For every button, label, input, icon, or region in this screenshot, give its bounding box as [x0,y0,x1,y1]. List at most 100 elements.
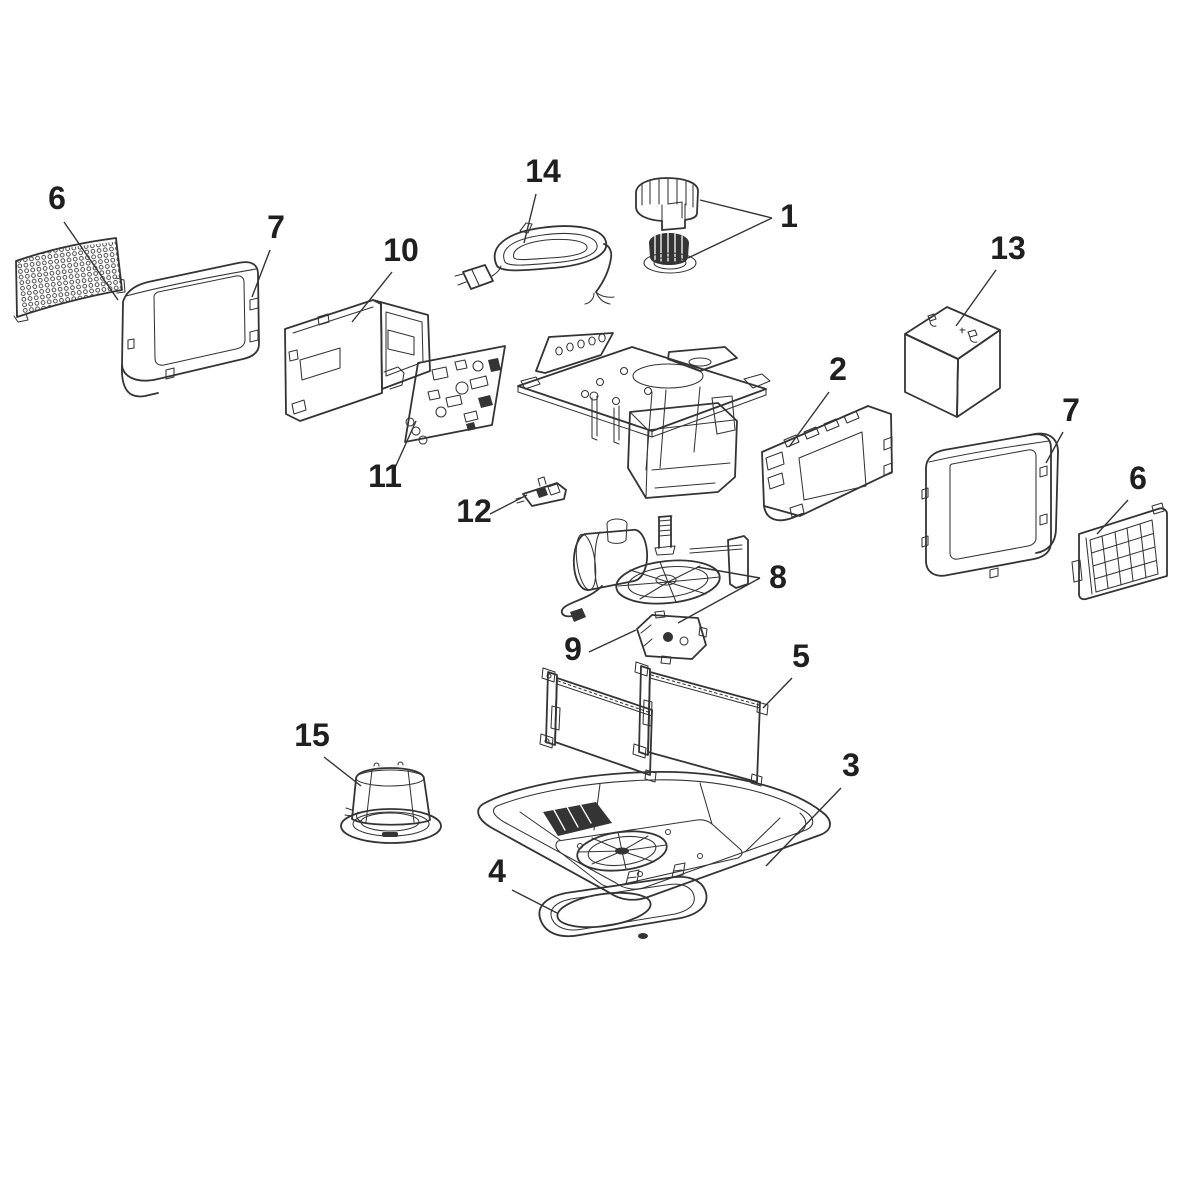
panel-serrations [783,410,860,448]
chassis-screw-1 [595,377,605,387]
part-14-power-cord [454,222,615,305]
part-6-grille-left-panel [13,237,126,323]
cover-rim-outer [477,770,831,901]
leader-line-callout-13 [955,269,997,327]
cover-rim-inner [492,779,814,890]
leader-line-callout-1-2 [687,217,773,259]
rotor-collar-ribs [654,232,683,262]
socket-clip [344,807,362,822]
cover-screw-2 [664,828,672,836]
socket-top [355,769,425,787]
board-connector-1 [405,417,415,427]
part-label-callout-8: 8 [769,559,787,595]
box-plus-mark [959,327,966,334]
bracket-shelf [299,347,341,381]
part-12-switch [515,476,567,507]
part-label-callout-13: 13 [990,230,1026,266]
part-11-circuit-board [404,345,506,445]
box-terminal-2 [967,329,978,343]
cover-r-tabs [921,465,1048,579]
part-5-light-panels [539,661,769,787]
grille-dots [16,241,122,316]
part-4-lens-cover [538,862,708,939]
panel-right-bracket [638,665,651,756]
part-2-end-panel [761,405,893,522]
cover-fan-spokes [577,831,667,870]
leader-line-callout-8-1 [696,566,761,579]
part-label-callout-7-left: 7 [267,209,285,245]
panel-right-outline [647,671,761,783]
part-label-callout-3: 3 [842,747,860,783]
socket-flange [340,808,442,844]
leader-line-callout-2 [788,391,830,448]
chassis-screw-3 [643,386,653,396]
cover-inner-walls [519,782,807,853]
bracket-hook [383,366,405,390]
switch-body [522,482,567,507]
bracket-hole-2 [566,342,574,352]
part-label-callout-9: 9 [564,631,582,667]
part-label-callout-7-right: 7 [1062,392,1080,428]
part-15-light-socket [340,761,442,844]
grid-horizontals [1089,519,1159,593]
bracket-hole-4 [588,336,596,346]
cord-coil-outer [493,225,608,272]
chassis-small-oval [688,357,712,367]
motor-top-cylinder [606,518,628,544]
panel-bottom-lip [763,505,803,522]
parts-artwork [13,177,1168,939]
part-label-callout-4: 4 [488,853,506,889]
rotor-base-ring [643,252,697,274]
main-chassis-frame [517,332,771,499]
part-10-end-bracket [284,299,431,422]
chassis-center-ring [632,363,704,389]
part-label-callout-11: 11 [368,458,402,494]
grille-foot [13,313,29,323]
board-cap-1 [472,360,484,372]
box-top-face [904,306,1001,360]
panel-left-tabs [539,667,561,749]
leader-line-callout-3 [765,787,842,867]
wire-connector [570,608,586,622]
cord-coil-mid [503,232,598,266]
board-dark-parts [466,358,501,431]
part-3-bottom-cover [477,770,831,901]
part-label-callout-6-right: 6 [1129,460,1147,496]
leader-line-callout-7-right [1045,431,1064,464]
fan-cage-outline [635,177,699,231]
cover-inner-panel [153,275,246,366]
motor-wire [560,585,603,618]
leader-line-callout-4 [511,889,558,914]
part-label-callout-14: 14 [525,153,561,189]
part-6-grille-right-panel [1071,502,1168,601]
part-7-side-cover-left [121,261,260,398]
lens-bottom-stud [638,933,648,939]
cover-outline [121,261,260,382]
cover-tabs [127,297,259,380]
board-outline [404,345,506,443]
panel-foot [789,503,805,518]
cord-wire-ends [584,291,615,305]
chassis-screw-5 [611,396,621,406]
panel-left-hole-1 [546,673,552,679]
leader-line-callout-12 [489,494,528,515]
part-7-side-cover-right [921,432,1059,579]
panel-right-strip [649,677,761,709]
chassis-hole-bracket [535,332,614,374]
cover-vent-slats [553,803,592,831]
bracket-box [387,329,415,356]
part-8-motor-assembly [560,515,749,622]
part-label-callout-2: 2 [829,351,847,387]
grille-tab [115,277,126,294]
lens-oval-opening [556,891,652,929]
box-right-face [956,329,1001,418]
part-label-callout-10: 10 [383,232,419,268]
part-1-fan-and-collar [635,177,699,274]
chassis-hanging-bolt-1 [591,395,598,441]
chassis-plate-thickness [517,385,767,438]
part-label-callout-12: 12 [456,493,492,529]
power-plug [462,264,494,290]
